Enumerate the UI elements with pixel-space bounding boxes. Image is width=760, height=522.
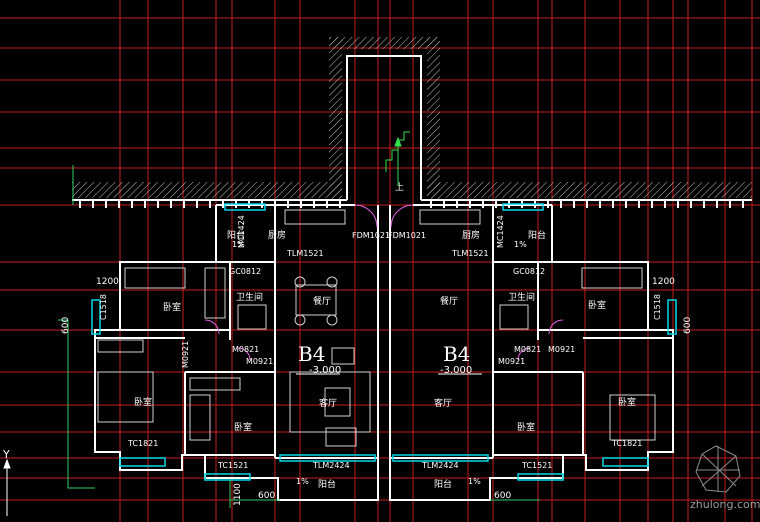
dim-1200-right: 1200 — [652, 277, 675, 287]
stair-up-label: 上 — [395, 182, 404, 193]
unit-name-left: B4 — [298, 342, 325, 366]
room-bedroom-upper-right: 卧室 — [588, 299, 606, 311]
room-balcony-bottom-left: 阳台 — [318, 478, 336, 490]
ucs-axis-icon — [3, 458, 11, 516]
room-living-left: 客厅 — [319, 397, 337, 409]
tag-slope-c: 1% — [232, 240, 245, 249]
room-kitchen-left: 厨房 — [268, 229, 286, 241]
tag-c1518-left: C1518 — [99, 294, 108, 320]
tag-tc1821-right: TC1821 — [611, 439, 642, 448]
tag-m0921-d: M0921 — [548, 345, 575, 354]
axis-y-label: Y — [2, 448, 10, 461]
unit-elevation-right: -3.000 — [440, 365, 472, 376]
tag-tlm2424-left: TLM2424 — [312, 461, 350, 470]
room-kitchen-right: 厨房 — [462, 229, 480, 241]
tag-gc0812-right: GC0812 — [513, 267, 545, 276]
dim-600-bottom-left: 600 — [258, 491, 275, 501]
tag-slope-d: 1% — [514, 240, 527, 249]
room-bedroom-right-mid: 卧室 — [517, 421, 535, 433]
tag-tc1821-left: TC1821 — [127, 439, 158, 448]
room-living-right: 客厅 — [434, 397, 452, 409]
room-bedroom-lower-right: 卧室 — [618, 396, 636, 408]
tag-m0921-b: M0921 — [246, 357, 273, 366]
dim-600-right: 600 — [683, 317, 693, 334]
room-labels: 厨房 厨房 阳台 阳台 卫生间 卫生间 餐厅 餐厅 客厅 客厅 卧室 卧室 卧室… — [134, 229, 636, 490]
tag-m0921-c: M0921 — [498, 357, 525, 366]
dim-1100: 1100 — [233, 483, 243, 506]
watermark-text: zhulong.com — [690, 498, 760, 511]
tag-m0921-a: M0921 — [181, 341, 190, 368]
room-bedroom-upper-left: 卧室 — [163, 301, 181, 313]
tag-fdm1021-left: FDM1021 — [352, 231, 390, 240]
dimension-text: 1200 1200 600 600 600 600 1100 — [61, 277, 693, 506]
dim-600-bottom-right: 600 — [494, 491, 511, 501]
tag-gc0812-left: GC0812 — [229, 267, 261, 276]
room-bedroom-lower-mid: 卧室 — [234, 421, 252, 433]
tag-tlm2424-right: TLM2424 — [421, 461, 459, 470]
room-bath-right: 卫生间 — [508, 291, 535, 303]
room-balcony-right: 阳台 — [528, 229, 546, 241]
room-balcony-bottom-right: 阳台 — [434, 478, 452, 490]
room-dining-left: 餐厅 — [313, 295, 331, 307]
tag-tc1521-right: TC1521 — [521, 461, 552, 470]
room-bath-left: 卫生间 — [236, 291, 263, 303]
tag-tlm1521-left: TLM1521 — [286, 249, 324, 258]
stair-arrow-icon — [385, 131, 410, 186]
door-swings — [204, 204, 564, 361]
exterior-walls — [94, 204, 674, 501]
dim-1200-left: 1200 — [96, 277, 119, 287]
tag-fdm1021-right: FDM1021 — [388, 231, 426, 240]
tag-mc1424-left: MC1424 — [237, 215, 246, 248]
unit-markers: B4 B4 -3.000 -3.000 — [296, 342, 482, 376]
room-bedroom-lower-left: 卧室 — [134, 396, 152, 408]
tag-slope-b: 1% — [468, 477, 481, 486]
dim-600-left: 600 — [61, 317, 71, 334]
tag-slope-a: 1% — [296, 477, 309, 486]
tag-m0821-a: M0821 — [232, 345, 259, 354]
unit-name-right: B4 — [443, 342, 470, 366]
tag-mc1424-right: MC1424 — [496, 215, 505, 248]
dimension-lines — [58, 165, 540, 508]
furniture — [97, 209, 656, 447]
tag-tc1521-left: TC1521 — [217, 461, 248, 470]
watermark-logo — [695, 445, 741, 493]
unit-elevation-left: -3.000 — [309, 365, 341, 376]
tag-m0821-b: M0821 — [514, 345, 541, 354]
tag-tlm1521-right: TLM1521 — [451, 249, 489, 258]
stair-shaft: 上 — [329, 37, 440, 200]
room-dining-right: 餐厅 — [440, 295, 458, 307]
tag-c1518-right: C1518 — [653, 294, 662, 320]
opening-tags: MC1424 MC1424 FDM1021 FDM1021 TLM1521 TL… — [99, 215, 662, 486]
room-balcony-left: 阳台 — [227, 229, 245, 241]
window-openings — [91, 203, 677, 481]
retaining-wall — [72, 182, 752, 208]
